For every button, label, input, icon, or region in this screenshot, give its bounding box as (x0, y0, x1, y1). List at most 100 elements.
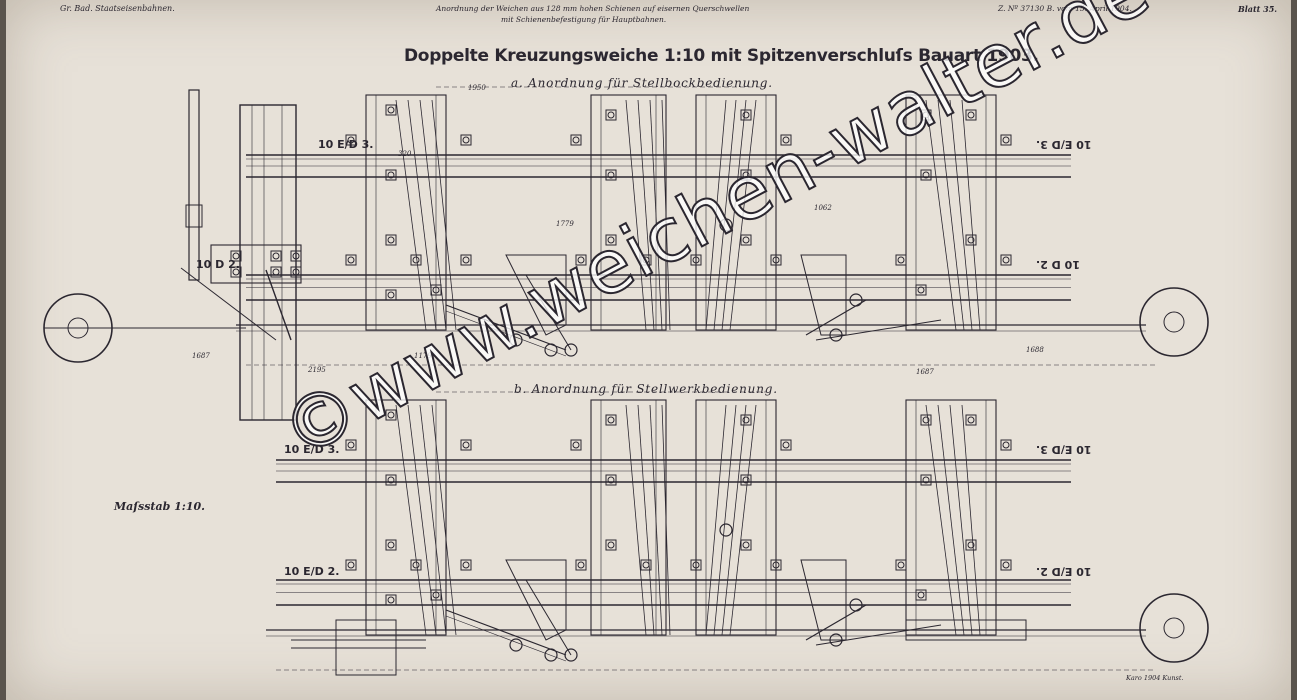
bolt-plate (920, 169, 932, 181)
subtitle-section-a: a. Anordnung für Stellbockbedienung. (511, 76, 773, 90)
bolt-plate (1000, 134, 1012, 146)
linkage-rod (525, 274, 572, 351)
sleeper-plate (905, 399, 997, 636)
bolt (607, 476, 615, 484)
linkage-rod (445, 615, 567, 662)
bolt (967, 416, 975, 424)
roller-wheel (1139, 593, 1209, 663)
bolt (897, 561, 905, 569)
linkage-rod (805, 604, 867, 641)
bolt-plate (605, 414, 617, 426)
bolt (412, 561, 420, 569)
bolt-plate (895, 559, 907, 571)
switch-blade (661, 99, 671, 331)
bolt (782, 441, 790, 449)
bolt (897, 256, 905, 264)
bolt (232, 252, 240, 260)
bolt (462, 561, 470, 569)
track-drawing (43, 86, 1209, 676)
bolt (577, 561, 585, 569)
bolt (922, 416, 930, 424)
bolt-plate (640, 254, 652, 266)
switch-blade (937, 99, 965, 331)
bolt (432, 286, 440, 294)
bolt-plate (640, 559, 652, 571)
bolt-plate (430, 589, 442, 601)
switch-blade (729, 99, 757, 331)
dimension-label: 1687 (192, 352, 210, 360)
subtitle-section-b: b. Anordnung für Stellwerkbedienung. (514, 382, 778, 396)
bolt (432, 591, 440, 599)
switch-blade (649, 404, 663, 636)
bolt-plate (605, 474, 617, 486)
drawing-title: Doppelte Kreuzungsweiche 1:10 mit Spitze… (404, 46, 1039, 66)
pivot-joint (829, 328, 843, 342)
bolt (742, 111, 750, 119)
switch-blade (949, 99, 973, 331)
bolt (742, 171, 750, 179)
bolt (347, 441, 355, 449)
bolt-plate (430, 284, 442, 296)
bolt-plate (605, 234, 617, 246)
bolt (1002, 561, 1010, 569)
lever-plate (800, 559, 847, 641)
bolt (387, 596, 395, 604)
switch-blade (925, 99, 957, 331)
header-reference: Z. Nº 37130 B. vom 15. April 1904. (998, 4, 1132, 13)
bolt (742, 476, 750, 484)
sleeper-plate (695, 399, 777, 636)
bolt-plate (1000, 254, 1012, 266)
dimension-label: 1688 (1026, 346, 1044, 354)
linkage-rod (445, 304, 567, 351)
bolt (387, 236, 395, 244)
bolt-plate (965, 539, 977, 551)
bolt-plate (345, 254, 357, 266)
switch-blade (705, 99, 727, 331)
bolt (347, 561, 355, 569)
bolt-plate (230, 266, 242, 278)
linkage-rod (525, 579, 572, 656)
pivot-joint (849, 598, 863, 612)
header-description-line-2: mit Schienenbefestigung für Hauptbahnen. (501, 15, 667, 24)
bolt (967, 236, 975, 244)
linkage-rod (805, 299, 867, 336)
sleeper-plate (365, 399, 447, 636)
dimension-label: 1779 (556, 220, 574, 228)
pivot-joint (564, 343, 578, 357)
bolt-plate (965, 414, 977, 426)
sleeper-plate (905, 94, 997, 331)
bolt-plate (915, 589, 927, 601)
bolt-plate (770, 559, 782, 571)
lever-plate (800, 254, 847, 336)
switch-blade (713, 404, 737, 636)
bolt-plate (895, 254, 907, 266)
bolt-plate (385, 234, 397, 246)
bolt (1002, 256, 1010, 264)
linkage-rod (815, 319, 942, 341)
bolt-plate (690, 559, 702, 571)
bolt-plate (920, 414, 932, 426)
rail-label-b-top-left: 10 E/D 3. (284, 443, 340, 456)
switch-blade (431, 99, 457, 331)
bolt-plate (385, 409, 397, 421)
bolt-plate (230, 250, 242, 262)
switch-blade (961, 404, 981, 636)
bolt-plate (345, 559, 357, 571)
switch-stand-post (239, 104, 297, 421)
bolt-plate (605, 109, 617, 121)
sleeper-plate (365, 94, 447, 331)
bolt (607, 171, 615, 179)
switch-blade (661, 404, 671, 636)
bolt (742, 236, 750, 244)
header-sheet-number: Blatt 35. (1238, 4, 1278, 14)
signal-mast (188, 89, 200, 281)
pivot-joint (829, 633, 843, 647)
bolt (272, 268, 280, 276)
bolt-plate (385, 539, 397, 551)
bolt (607, 111, 615, 119)
bolt (772, 256, 780, 264)
bolt-plate (965, 109, 977, 121)
bolt-plate (575, 254, 587, 266)
rail-label-b-top-right: 10 E/D 3. (1036, 443, 1092, 456)
bolt-plate (1000, 559, 1012, 571)
